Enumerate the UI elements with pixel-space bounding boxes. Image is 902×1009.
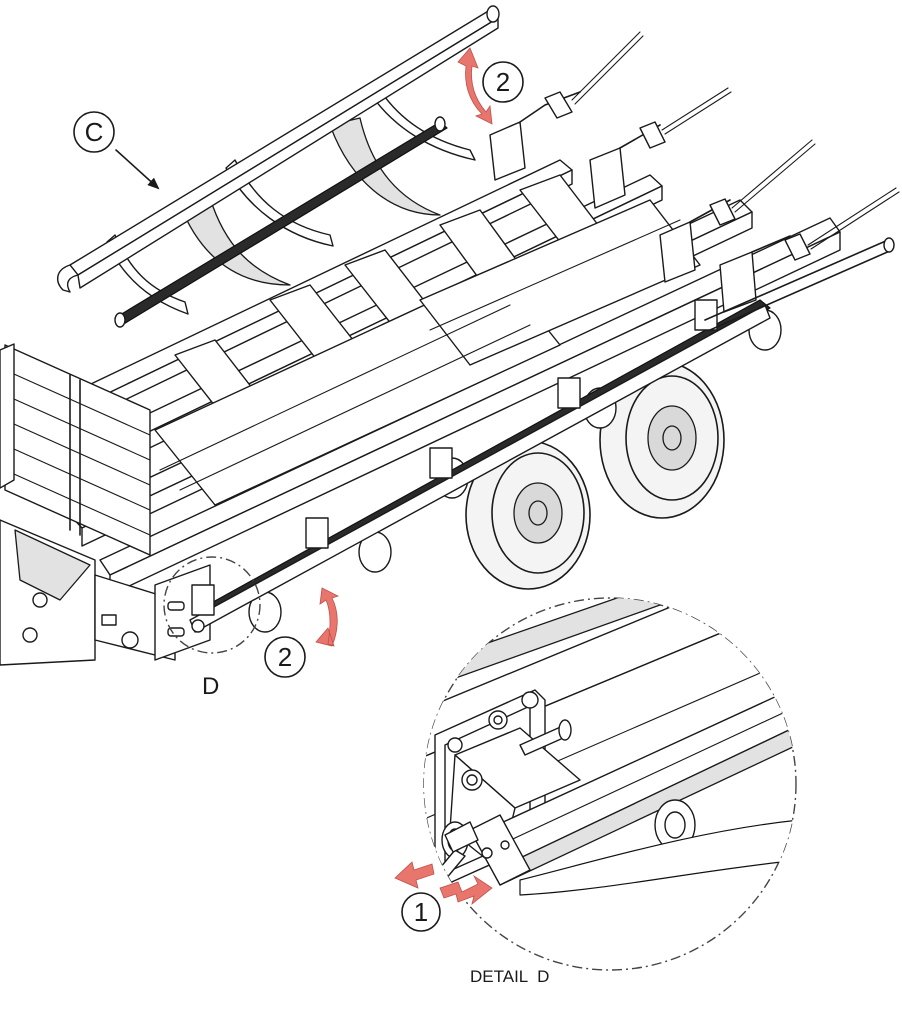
bale-guard-c [57,5,500,328]
release-arrows [394,861,493,906]
rotation-arrow-top [457,47,493,125]
callout-2-bottom-label: 2 [278,642,292,672]
callout-c: C [73,111,160,190]
rotation-arrow-bottom [315,587,340,647]
deck-surfaces [154,199,701,506]
callout-1: 1 [401,892,441,932]
callout-2-bottom: 2 [264,636,306,678]
detail-d-view: 1 DETAIL D [394,597,797,986]
callout-1-label: 1 [414,897,428,927]
near-guard-bar [189,299,771,633]
trailer-assembly [0,31,900,666]
detail-d-marker-label: D [202,673,219,700]
detail-title: DETAIL D [470,967,549,986]
wheel-front [465,440,591,590]
callout-2-top: 2 [482,61,524,103]
callout-2-top-label: 2 [496,67,510,97]
callout-c-label: C [85,117,104,147]
bale-spikes [489,31,900,313]
wheel-rear [599,361,725,519]
rear-side-bar [704,237,895,331]
front-headboard [0,343,151,556]
detail-d-marker: D [163,556,261,700]
